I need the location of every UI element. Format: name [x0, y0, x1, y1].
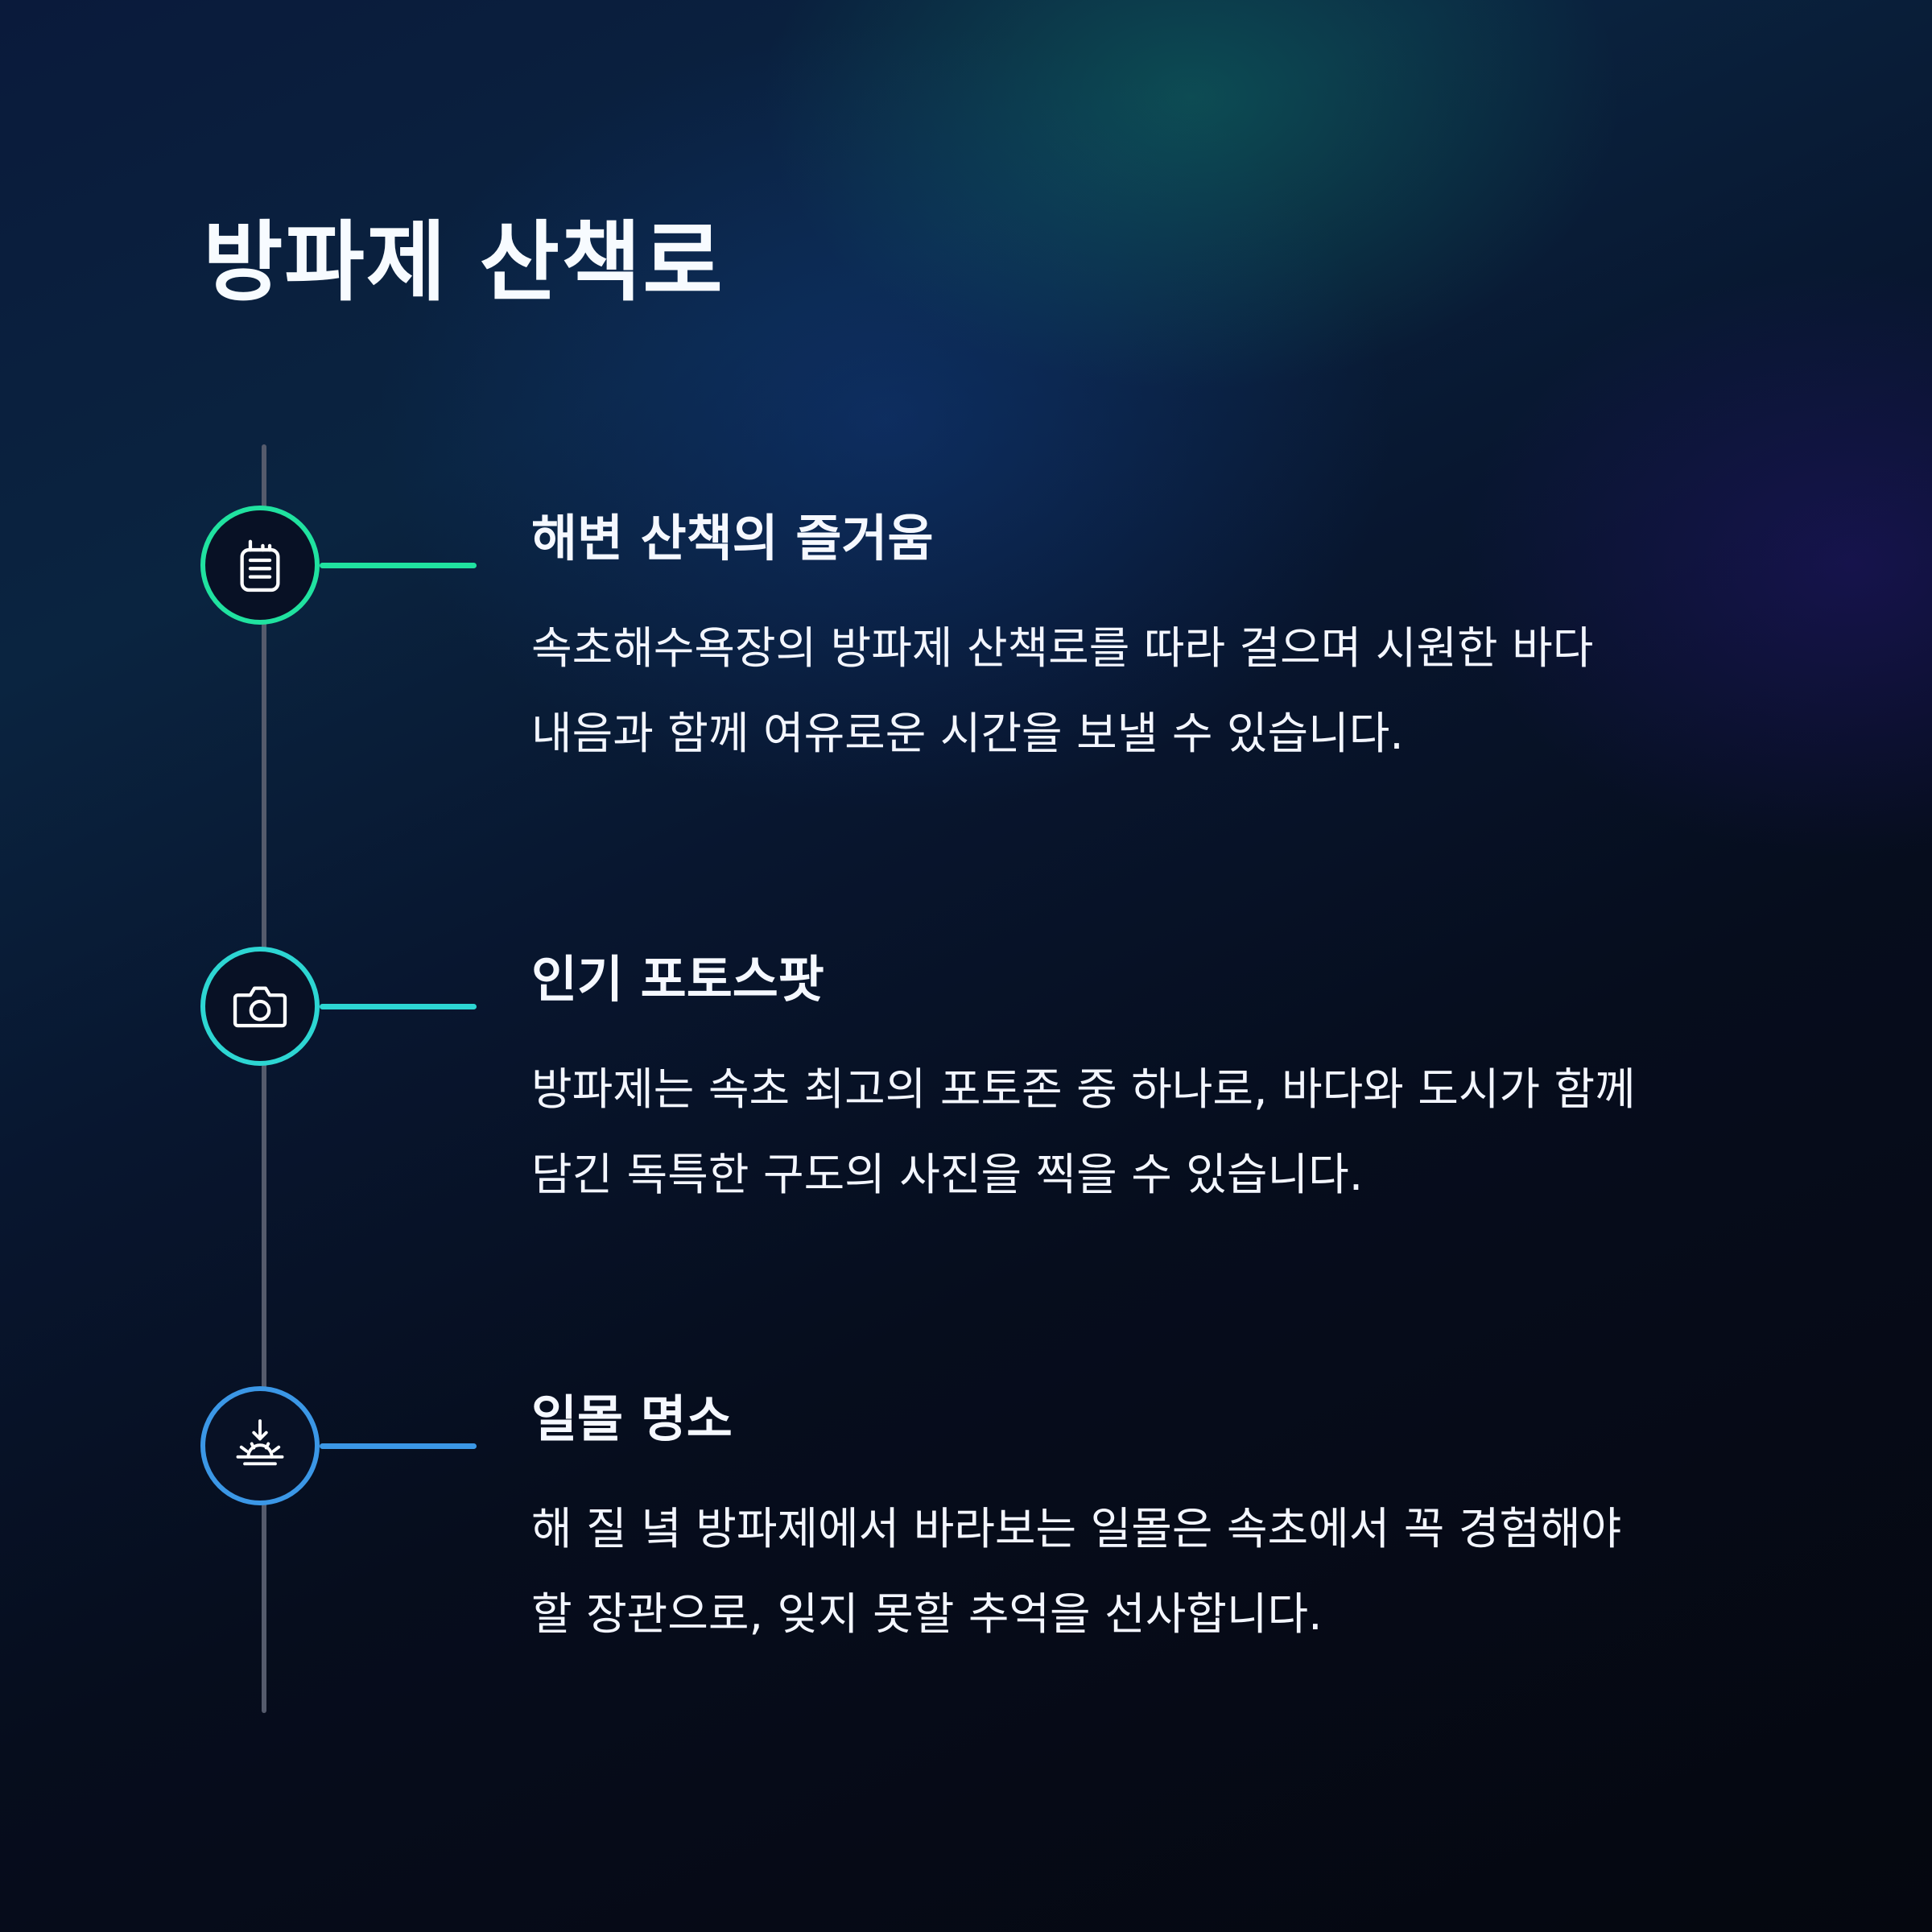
timeline-node-2	[200, 947, 320, 1066]
timeline-connector-3	[320, 1443, 477, 1449]
timeline-item-sunset-spot: 일몰 명소 해 질 녘 방파제에서 바라보는 일몰은 속초에서 꼭 경험해야 할…	[0, 1380, 1932, 1718]
timeline-item-photo-spot: 인기 포토스팟 방파제는 속초 최고의 포토존 중 하나로, 바다와 도시가 함…	[0, 940, 1932, 1278]
timeline-item-beach-walk: 해변 산책의 즐거움 속초해수욕장의 방파제 산책로를 따라 걸으며 시원한 바…	[0, 499, 1932, 837]
timeline-node-3	[200, 1386, 320, 1505]
page-title: 방파제 산책로	[203, 213, 724, 313]
item-title: 일몰 명소	[531, 1389, 733, 1448]
camera-icon	[225, 972, 295, 1041]
timeline-connector-2	[320, 1004, 477, 1009]
item-description: 해 질 녘 방파제에서 바라보는 일몰은 속초에서 꼭 경험해야 할 장관으로,…	[531, 1503, 1622, 1640]
walkie-talkie-icon	[225, 530, 295, 600]
item-title: 인기 포토스팟	[531, 950, 824, 1009]
timeline-connector-1	[320, 563, 477, 568]
item-description: 속초해수욕장의 방파제 산책로를 따라 걸으며 시원한 바다 내음과 함께 여유…	[531, 622, 1594, 759]
timeline-line	[262, 444, 266, 1713]
sunset-icon	[225, 1411, 295, 1480]
item-description: 방파제는 속초 최고의 포토존 중 하나로, 바다와 도시가 함께 담긴 독특한…	[531, 1063, 1636, 1200]
item-title: 해변 산책의 즐거움	[531, 509, 934, 568]
timeline-node-1	[200, 506, 320, 625]
